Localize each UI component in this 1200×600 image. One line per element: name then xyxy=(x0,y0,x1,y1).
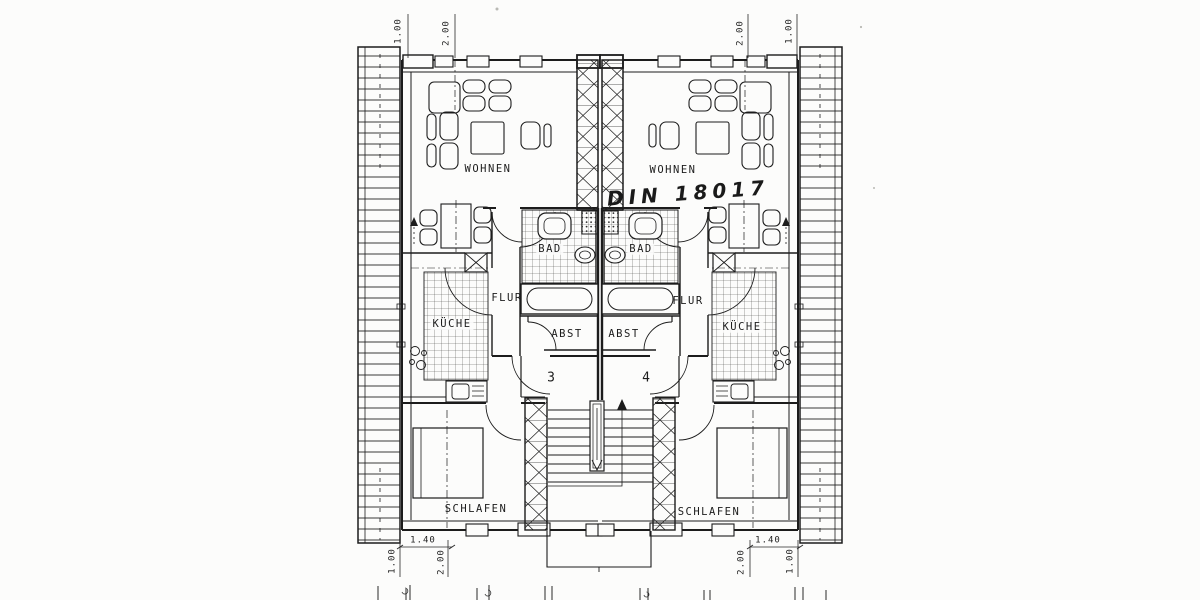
room-label-wohnen-left: WOHNEN xyxy=(464,162,512,175)
dim-bottom-right-outer: 1.00 xyxy=(785,548,796,574)
storage-door-arc xyxy=(527,321,557,351)
stair-up-arrow xyxy=(617,399,627,410)
room-label-bad-right: BAD xyxy=(627,242,655,255)
room-label-schlafen-right: SCHLAFEN xyxy=(677,505,741,518)
bedroom xyxy=(412,410,484,528)
room-label-bad-left: BAD xyxy=(536,242,564,255)
dim-top-left-inner: 2.00 xyxy=(441,20,452,46)
chimney-shaft xyxy=(576,59,599,211)
room-label-abst-right: ABST xyxy=(608,327,640,340)
unit-number-left: 3 xyxy=(547,370,555,386)
dim-bottom-left-width: 1.40 xyxy=(410,535,436,546)
room-label-kueche-right: KÜCHE xyxy=(720,320,764,333)
stairwell xyxy=(524,397,676,531)
room-label-schlafen-left: SCHLAFEN xyxy=(444,502,508,515)
dim-bottom-left-outer: 1.00 xyxy=(387,548,398,574)
dim-bottom-left-inner: 2.00 xyxy=(436,549,447,575)
dim-top-right-inner: 2.00 xyxy=(735,20,746,46)
kitchen xyxy=(409,267,490,403)
sheet-bottom-partial-marks xyxy=(377,585,827,600)
room-label-flur-left: FLUR xyxy=(491,291,523,304)
dim-bottom-right-width: 1.40 xyxy=(755,535,781,546)
stair-down-arrow xyxy=(591,459,603,472)
dim-bottom-right-inner: 2.00 xyxy=(736,549,747,575)
entrance-porch xyxy=(546,531,652,572)
room-label-flur-right: FLUR xyxy=(672,294,704,307)
apartment-left-linework xyxy=(357,46,603,544)
living-room-furniture xyxy=(426,60,552,170)
room-label-abst-left: ABST xyxy=(551,327,583,340)
bathroom xyxy=(519,209,599,315)
room-label-kueche-left: KÜCHE xyxy=(430,317,474,330)
dim-top-left-outer: 1.00 xyxy=(393,18,404,44)
roof-hatch-strip xyxy=(357,46,401,544)
unit-number-right: 4 xyxy=(642,370,650,386)
room-label-wohnen-right: WOHNEN xyxy=(649,163,697,176)
kitchen-duct-box xyxy=(464,252,488,273)
apartment-right-linework xyxy=(596,45,844,545)
scan-specks xyxy=(495,7,875,189)
dim-top-right-outer: 1.00 xyxy=(784,18,795,44)
dimension-lines xyxy=(396,14,804,577)
dining-set xyxy=(410,200,492,252)
